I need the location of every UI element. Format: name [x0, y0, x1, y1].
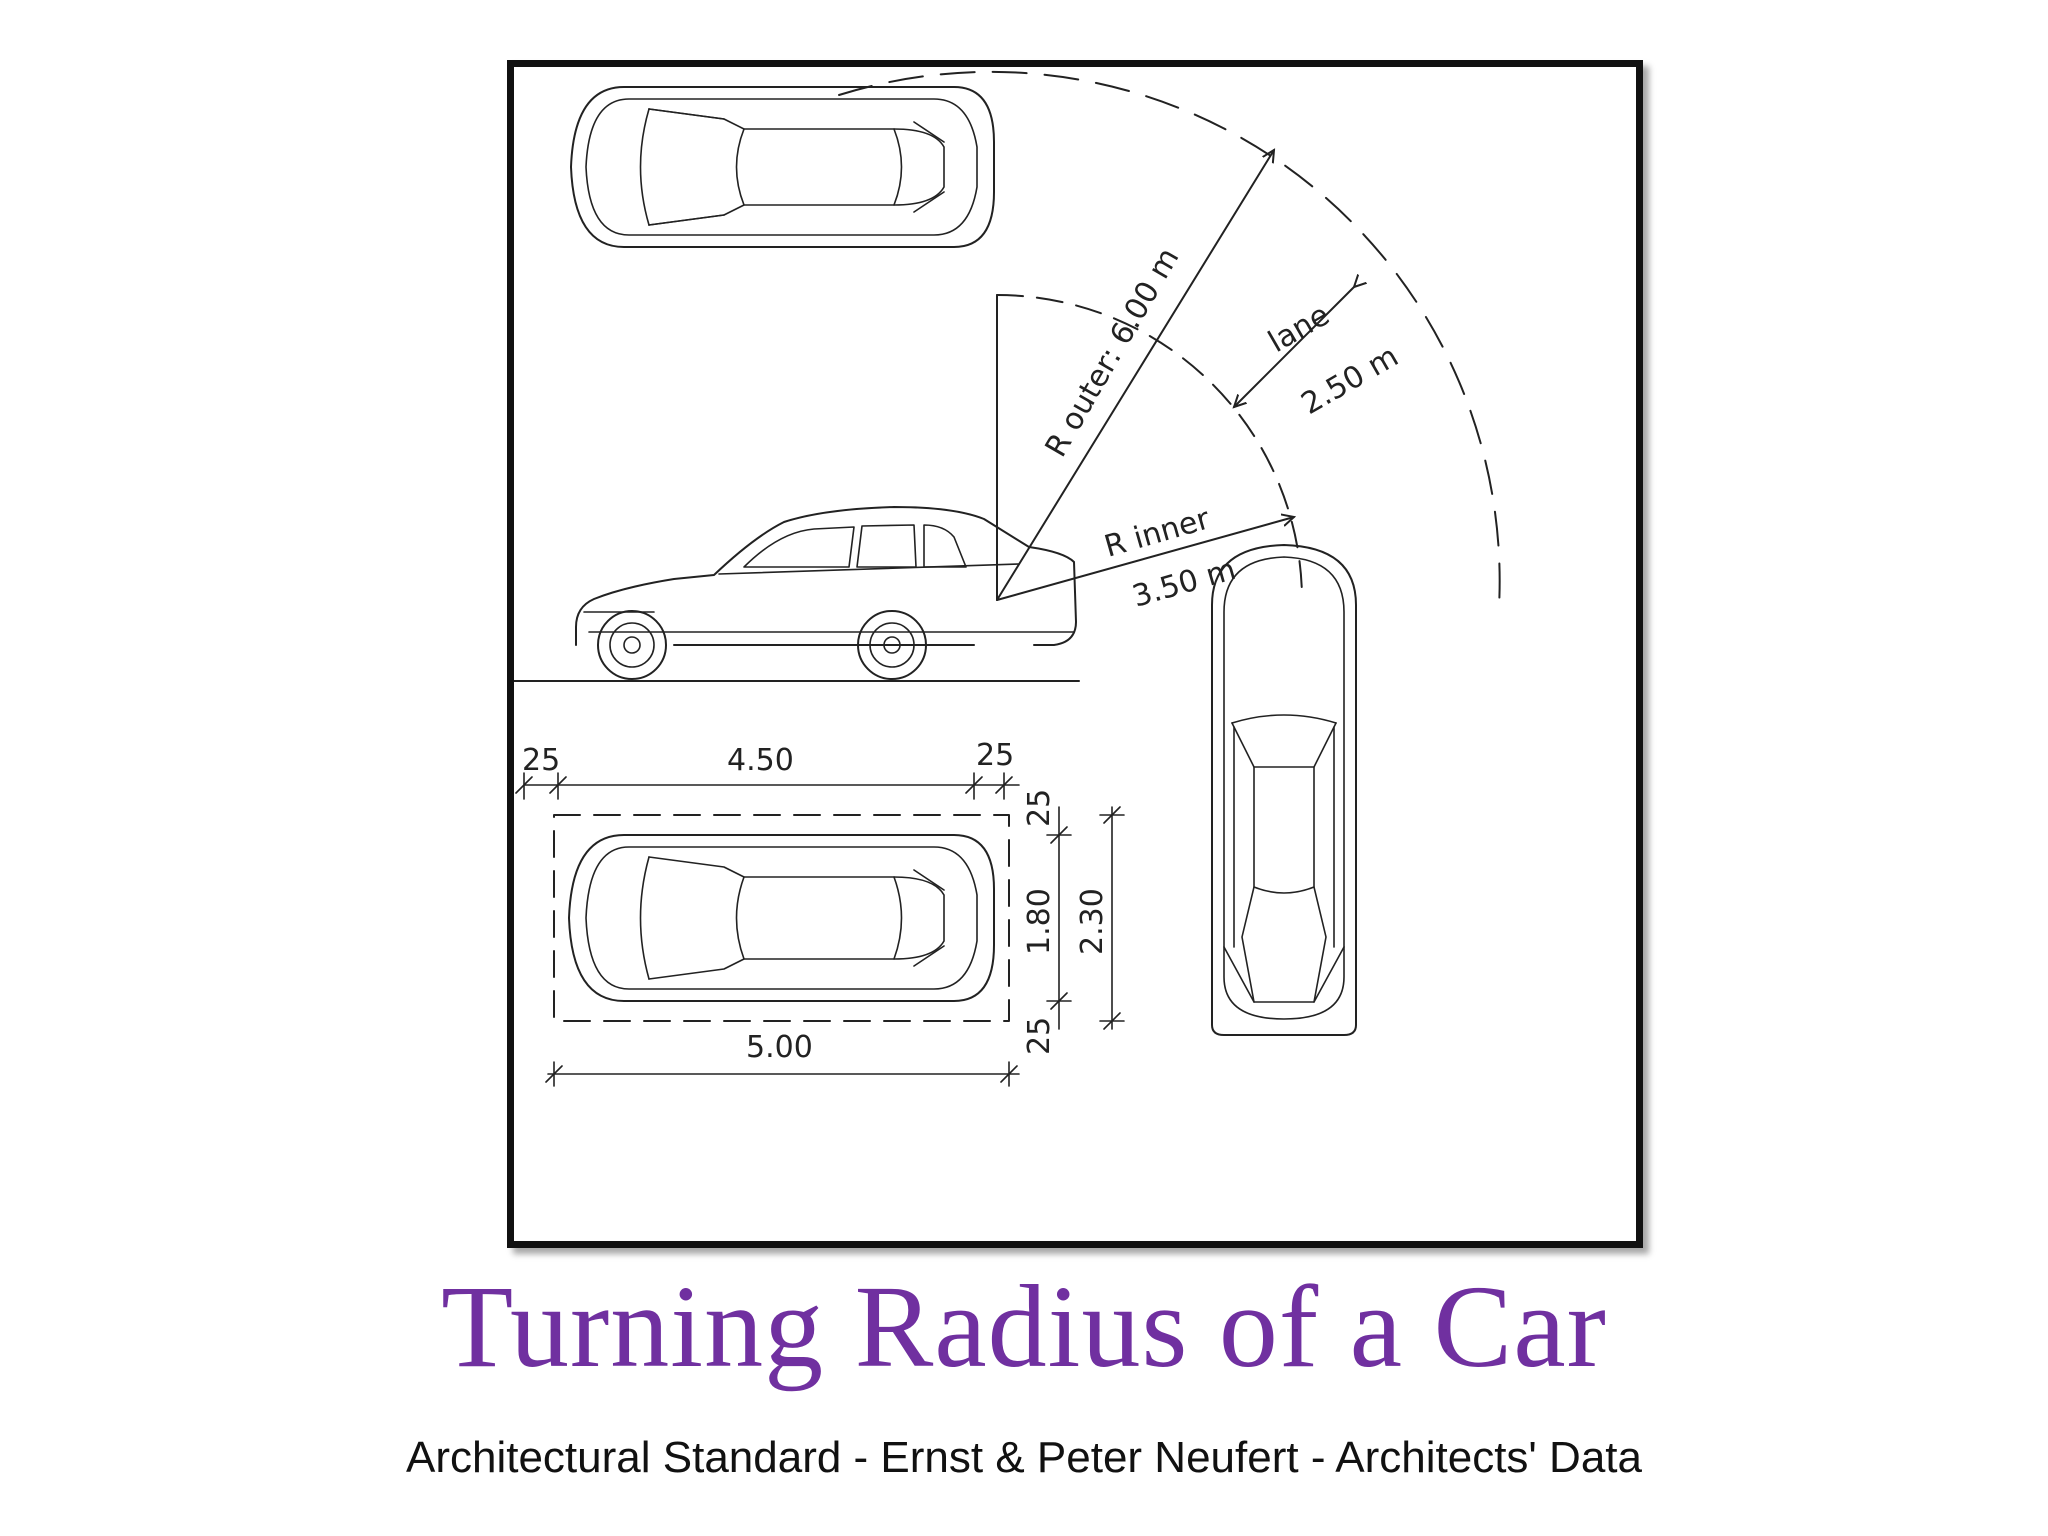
car-side-view	[514, 506, 1080, 682]
page-subtitle: Architectural Standard - Ernst & Peter N…	[405, 1433, 1643, 1482]
bay-width-label: 2.30	[1075, 888, 1110, 955]
parking-bay	[553, 814, 1010, 1022]
inner-arc	[996, 294, 1303, 601]
car-length-label: 4.50	[727, 743, 794, 778]
parking-bay-outline	[553, 814, 1010, 1022]
lane-label: lane	[1263, 298, 1336, 360]
clearance-top-label: 25	[1022, 789, 1057, 827]
turning-radius-diagram: R outer: 6.00 m lane 2.50 m R inner 3.50…	[507, 60, 1643, 1248]
outer-radius-arrow	[996, 150, 1274, 601]
bay-length-label: 5.00	[746, 1030, 813, 1065]
lane-value-label: 2.50 m	[1296, 339, 1405, 422]
diagram-canvas: R outer: 6.00 m lane 2.50 m R inner 3.50…	[514, 70, 1501, 1087]
car-top-plan	[570, 86, 995, 248]
clearance-left-label: 25	[522, 743, 560, 778]
lane-width-arrow	[1234, 287, 1354, 407]
inner-radius-arrow	[996, 517, 1294, 601]
r-inner-value-label: 3.50 m	[1129, 552, 1240, 615]
r-outer-label: R outer: 6.00 m	[1039, 242, 1187, 463]
clearance-right-label: 25	[976, 738, 1014, 773]
car-right-plan	[1211, 544, 1357, 1036]
turning-radius-geometry	[838, 70, 1501, 608]
page-title: Turning Radius of a Car	[441, 1261, 1607, 1392]
outer-arc	[838, 70, 1501, 608]
car-width-label: 1.80	[1022, 888, 1057, 955]
dimension-lines	[515, 772, 1125, 1087]
clearance-bottom-label: 25	[1022, 1017, 1057, 1055]
